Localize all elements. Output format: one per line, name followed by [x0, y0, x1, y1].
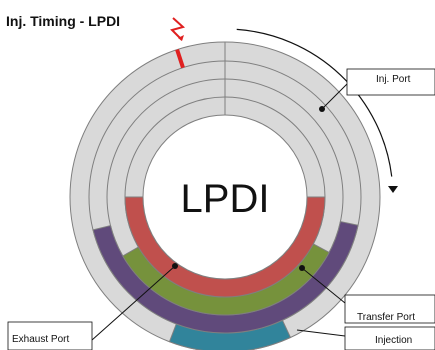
- leader-injection: [296, 329, 346, 337]
- leader-inj-port: [321, 83, 348, 110]
- dot-exhaust-port: [172, 263, 178, 269]
- callout-exhaust-port: [7, 321, 93, 350]
- label-injection: Injection: [375, 335, 412, 346]
- leader-transfer-port: [301, 267, 346, 304]
- diagram-title: Inj. Timing - LPDI: [6, 13, 120, 29]
- rotation-arrow: [236, 28, 393, 177]
- spark-marker: [175, 48, 185, 69]
- center-label: LPDI: [181, 177, 270, 221]
- rotation-arrowhead: [388, 186, 398, 193]
- callout-inj-port: [346, 68, 435, 96]
- label-exhaust-port: Exhaust Port: [12, 334, 69, 345]
- callout-transfer-port: [344, 294, 435, 324]
- dot-inj-port: [319, 106, 325, 112]
- lightning-bolt-arrowhead: [178, 35, 184, 41]
- dot-transfer-port: [299, 265, 305, 271]
- callout-injection: [344, 326, 435, 350]
- leader-exhaust-port: [91, 265, 176, 341]
- label-inj-port: Inj. Port: [376, 74, 411, 85]
- label-transfer-port: Transfer Port: [357, 312, 415, 323]
- lightning-bolt-icon: [170, 17, 186, 41]
